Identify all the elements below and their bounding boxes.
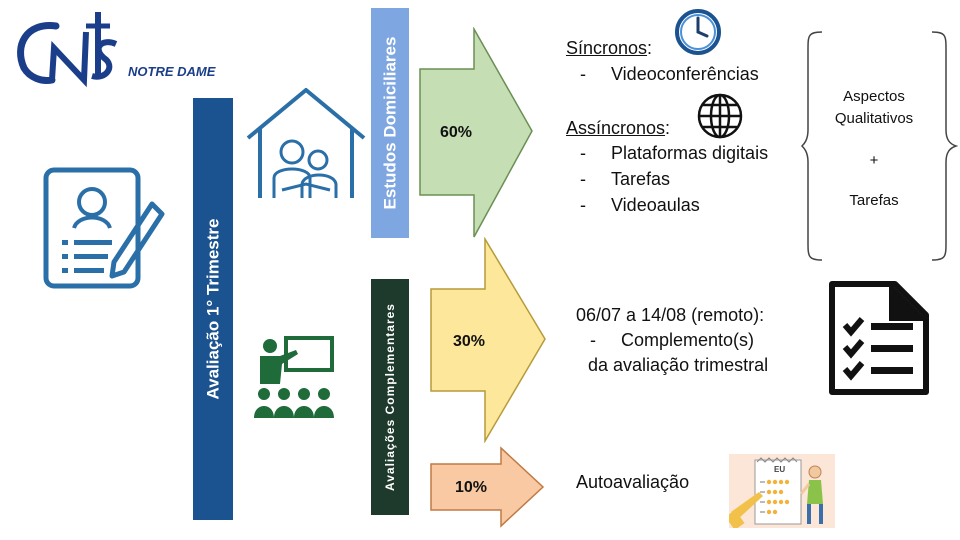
globe-icon — [696, 92, 744, 145]
brace-line-4: Tarefas — [849, 192, 899, 209]
logo-text: NOTRE DAME — [128, 64, 216, 79]
brace-line-1: Aspectos — [843, 88, 905, 105]
arrow-10 — [430, 446, 545, 528]
async-item-1: - Plataformas digitais — [580, 143, 769, 163]
clock-icon — [674, 8, 722, 61]
eu-label: EU — [774, 465, 786, 474]
async-title-text: Assíncronos — [566, 118, 666, 138]
complement-line-1: 06/07 a 14/08 (remoto): — [576, 305, 765, 325]
home-study-icon — [244, 86, 368, 200]
self-assessment-icon: EU — [725, 454, 835, 530]
brace-right — [931, 31, 958, 261]
arrow-30 — [430, 237, 546, 443]
brace-line-2: Qualitativos — [834, 110, 914, 127]
percent-10: 10% — [455, 479, 488, 496]
sync-item-text: Videoconferências — [611, 64, 759, 84]
async-title: Assíncronos: — [566, 118, 671, 138]
checklist-icon — [829, 281, 929, 400]
section-label-complementares-text: Avaliações Complementares — [383, 303, 397, 491]
async-item-2: - Tarefas — [580, 169, 671, 189]
evaluation-form-icon — [40, 162, 170, 292]
async-item-3: - Videoaulas — [580, 195, 700, 215]
section-label-complementares: Avaliações Complementares — [371, 279, 409, 515]
self-assessment-text: Autoavaliação — [576, 472, 690, 492]
arrow-60 — [419, 27, 533, 238]
async-item-2-text: Tarefas — [611, 169, 671, 189]
async-item-3-text: Videoaulas — [611, 195, 700, 215]
main-vertical-label: Avaliação 1° Trimestre — [193, 98, 233, 520]
percent-30: 30% — [453, 333, 486, 350]
brace-content: Aspectos Qualitativos + Tarefas — [814, 86, 934, 212]
complement-line-2: - Complemento(s) — [590, 330, 755, 350]
complement-line-3: da avaliação trimestral — [588, 355, 769, 375]
complement-line-2-text: Complemento(s) — [621, 330, 755, 350]
sync-item: - Videoconferências — [580, 64, 759, 84]
brace-left — [800, 31, 823, 261]
section-label-estudos-text: Estudos Domiciliares — [380, 36, 400, 210]
async-item-1-text: Plataformas digitais — [611, 143, 769, 163]
section-label-estudos: Estudos Domiciliares — [371, 8, 409, 238]
brace-line-3: + — [869, 152, 879, 169]
sync-title-text: Síncronos — [566, 38, 648, 58]
sync-title: Síncronos: — [566, 38, 653, 58]
logo: NOTRE DAME — [6, 8, 236, 88]
percent-60: 60% — [440, 124, 473, 141]
logo-emblem — [17, 12, 118, 88]
teacher-class-icon — [252, 336, 342, 420]
main-label-text: Avaliação 1° Trimestre — [203, 218, 222, 400]
